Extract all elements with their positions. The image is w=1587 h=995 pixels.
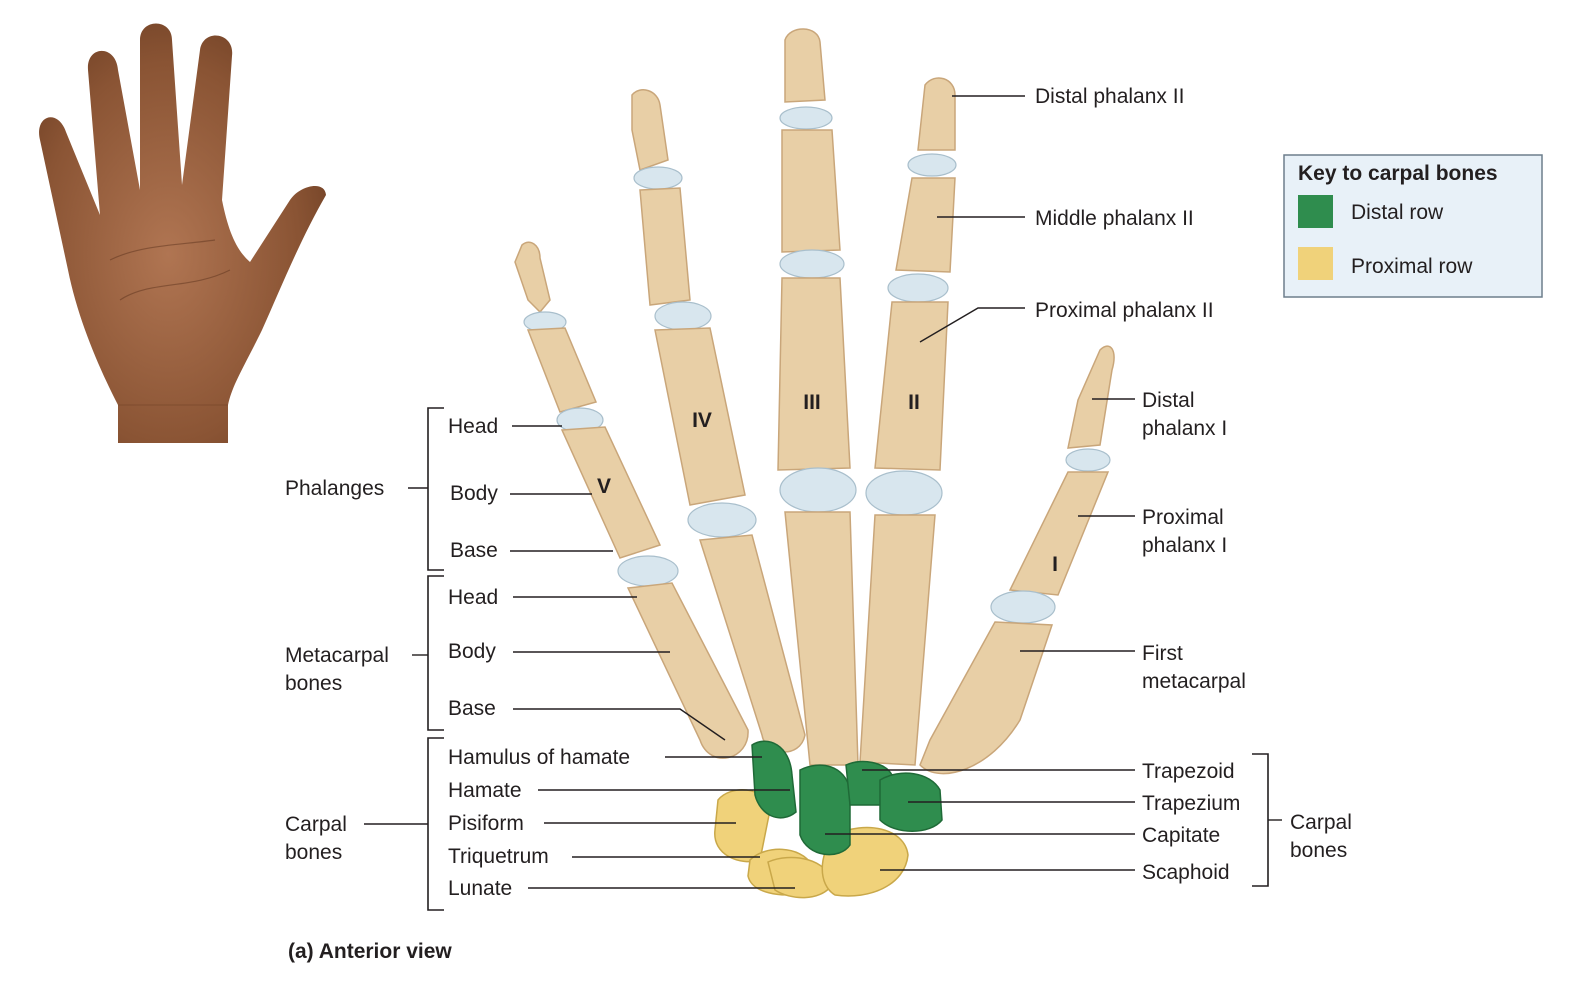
carpal-group-label-left-line2: bones: [285, 841, 342, 864]
left-labels: Head Body Base Head Body Base Hamulus of…: [448, 415, 795, 900]
proximal-phalanx-i-label-line2: phalanx I: [1142, 534, 1227, 557]
figure-caption: (a) Anterior view: [288, 940, 452, 963]
carpal-group-label-right-line1: Carpal: [1290, 811, 1352, 834]
hamate-bone: [751, 740, 797, 819]
hamate-label: Hamate: [448, 779, 522, 802]
digit-iii-label: III: [803, 391, 821, 414]
phalanges-head-label: Head: [448, 415, 498, 438]
key-distal-row-label: Distal row: [1351, 201, 1444, 224]
digit-v-bones: [514, 241, 749, 759]
hamulus-of-hamate-label: Hamulus of hamate: [448, 746, 630, 769]
triquetrum-label: Triquetrum: [448, 845, 549, 868]
right-labels: Distal phalanx II Middle phalanx II Prox…: [825, 85, 1246, 884]
distal-phalanx-i-label-line1: Distal: [1142, 389, 1195, 412]
digit-i-label: I: [1052, 553, 1058, 576]
proximal-phalanx-ii-label: Proximal phalanx II: [1035, 299, 1214, 322]
proximal-row-swatch: [1298, 247, 1333, 280]
digit-iii-bones: [777, 28, 859, 766]
distal-phalanx-i-label-line2: phalanx I: [1142, 417, 1227, 440]
carpal-key-box: Key to carpal bones Distal row Proximal …: [1283, 154, 1543, 298]
middle-phalanx-ii-label: Middle phalanx II: [1035, 207, 1194, 230]
phalanges-group-label: Phalanges: [285, 477, 384, 500]
trapezium-label: Trapezium: [1142, 792, 1240, 815]
pisiform-label: Pisiform: [448, 812, 524, 835]
first-metacarpal-label-line2: metacarpal: [1142, 670, 1246, 693]
trapezoid-label: Trapezoid: [1142, 760, 1235, 783]
capitate-bone: [799, 764, 851, 856]
digit-i-bones: [919, 345, 1115, 775]
phalanges-body-label: Body: [450, 482, 498, 505]
digit-iv-label: IV: [692, 409, 712, 432]
distal-row-swatch: [1298, 195, 1333, 228]
scaphoid-label: Scaphoid: [1142, 861, 1230, 884]
distal-phalanx-ii-label: Distal phalanx II: [1035, 85, 1184, 108]
left-group-brackets: Phalanges Metacarpal bones Carpal bones: [285, 407, 444, 911]
right-group-bracket: Carpal bones: [1252, 753, 1352, 887]
proximal-phalanx-i-label-line1: Proximal: [1142, 506, 1224, 529]
digit-v-label: V: [597, 475, 611, 498]
carpal-group-label-right-line2: bones: [1290, 839, 1347, 862]
metacarpal-body-label: Body: [448, 640, 496, 663]
key-proximal-row-label: Proximal row: [1351, 255, 1473, 278]
phalanges-base-label: Base: [450, 539, 498, 562]
lunate-label: Lunate: [448, 877, 512, 900]
key-title: Key to carpal bones: [1298, 162, 1498, 185]
metacarpal-group-label-line1: Metacarpal: [285, 644, 389, 667]
digit-iv-bones: [631, 89, 806, 753]
first-metacarpal-label-line1: First: [1142, 642, 1183, 665]
capitate-label: Capitate: [1142, 824, 1220, 847]
metacarpal-group-label-line2: bones: [285, 672, 342, 695]
metacarpal-head-label: Head: [448, 586, 498, 609]
carpal-group-label-left-line1: Carpal: [285, 813, 347, 836]
digit-ii-label: II: [908, 391, 920, 414]
hand-outline-illustration: [39, 23, 326, 443]
digit-ii-bones: [859, 77, 957, 766]
metacarpal-base-label: Base: [448, 697, 496, 720]
